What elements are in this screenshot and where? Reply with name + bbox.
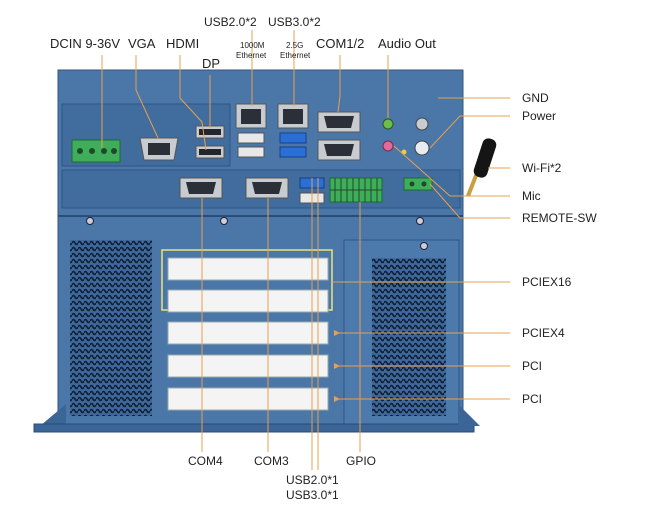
usb30-port-b — [279, 146, 307, 158]
leader-remote-sw — [429, 183, 510, 219]
leader-lines — [101, 30, 510, 470]
label-usb30x1: USB3.0*1 — [286, 488, 339, 502]
slot-pci-1 — [167, 354, 329, 378]
slot-pciex16-a — [167, 257, 329, 281]
screw — [420, 242, 428, 250]
dcin-screws — [77, 148, 117, 154]
ports-bottom-row — [179, 177, 433, 204]
label-audio-out: Audio Out — [378, 36, 436, 51]
gnd-stud — [415, 117, 429, 131]
label-usb20x1: USB2.0*1 — [286, 473, 339, 487]
label-eth25-b: Ethernet — [280, 51, 311, 60]
label-remote-sw: REMOTE-SW — [522, 211, 597, 225]
screw — [220, 217, 228, 225]
callout-labels: DCIN 9-36V VGA HDMI DP USB2.0*2 USB3.0*2… — [50, 15, 597, 502]
com3-port-inner — [252, 182, 282, 194]
label-pciex4: PCIEX4 — [522, 326, 565, 340]
label-wifi: Wi-Fi*2 — [522, 161, 562, 175]
leader-vga — [135, 55, 159, 139]
label-usb30x2: USB3.0*2 — [268, 15, 321, 29]
label-com3: COM3 — [254, 454, 289, 468]
antenna-body — [473, 138, 497, 178]
leader-hdmi — [179, 55, 207, 151]
label-dp: DP — [202, 56, 220, 71]
base-plate — [33, 423, 475, 433]
screw — [86, 217, 94, 225]
vga-port-inner — [148, 143, 170, 155]
leader-com12 — [337, 55, 341, 113]
expansion-slots — [161, 249, 333, 411]
audio-out-jack — [382, 118, 394, 130]
dp-port-inner — [199, 129, 221, 135]
slot-pciex4 — [167, 321, 329, 345]
label-pci-2: PCI — [522, 392, 542, 406]
label-com12: COM1/2 — [316, 36, 364, 51]
label-dcin: DCIN 9-36V — [50, 36, 120, 51]
hdmi-port-inner — [199, 149, 221, 155]
label-pciex16: PCIEX16 — [522, 275, 572, 289]
leader-arrows — [334, 330, 340, 402]
remote-sw-terminal — [403, 177, 433, 191]
label-eth1000-a: 1000M — [240, 41, 265, 50]
label-hdmi: HDMI — [166, 36, 199, 51]
label-pci-1: PCI — [522, 359, 542, 373]
label-power: Power — [522, 109, 556, 123]
left-vent-grille — [70, 240, 152, 416]
leader-mic — [393, 145, 510, 197]
right-foot — [458, 404, 480, 426]
label-gpio: GPIO — [346, 454, 376, 468]
dcin-terminal — [71, 139, 121, 163]
usb30-port-a — [279, 132, 307, 144]
mic-jack — [382, 140, 394, 152]
slot-pciex16-b — [167, 289, 329, 313]
ports — [71, 103, 430, 163]
usb20-port-a — [237, 132, 265, 144]
slot-pci-2 — [167, 387, 329, 411]
right-vent-grille — [372, 258, 446, 416]
com1-port-inner — [324, 116, 354, 128]
usb20-port-b — [237, 146, 265, 158]
label-eth1000-b: Ethernet — [236, 51, 267, 60]
ethernet-25g-inner — [283, 109, 303, 124]
ethernet-1000m-inner — [241, 109, 261, 124]
label-vga: VGA — [128, 36, 156, 51]
screw — [416, 217, 424, 225]
label-com4: COM4 — [188, 454, 223, 468]
label-usb20x2: USB2.0*2 — [204, 15, 257, 29]
com4-port-inner — [186, 182, 216, 194]
label-gnd: GND — [522, 91, 549, 105]
left-foot — [40, 404, 66, 426]
label-eth25-a: 2.5G — [286, 41, 303, 50]
power-button — [414, 140, 430, 156]
com2-port-inner — [324, 144, 354, 156]
wifi-antenna — [466, 138, 497, 197]
label-mic: Mic — [522, 189, 541, 203]
gpio-pins — [330, 178, 382, 202]
leader-power — [429, 115, 510, 149]
